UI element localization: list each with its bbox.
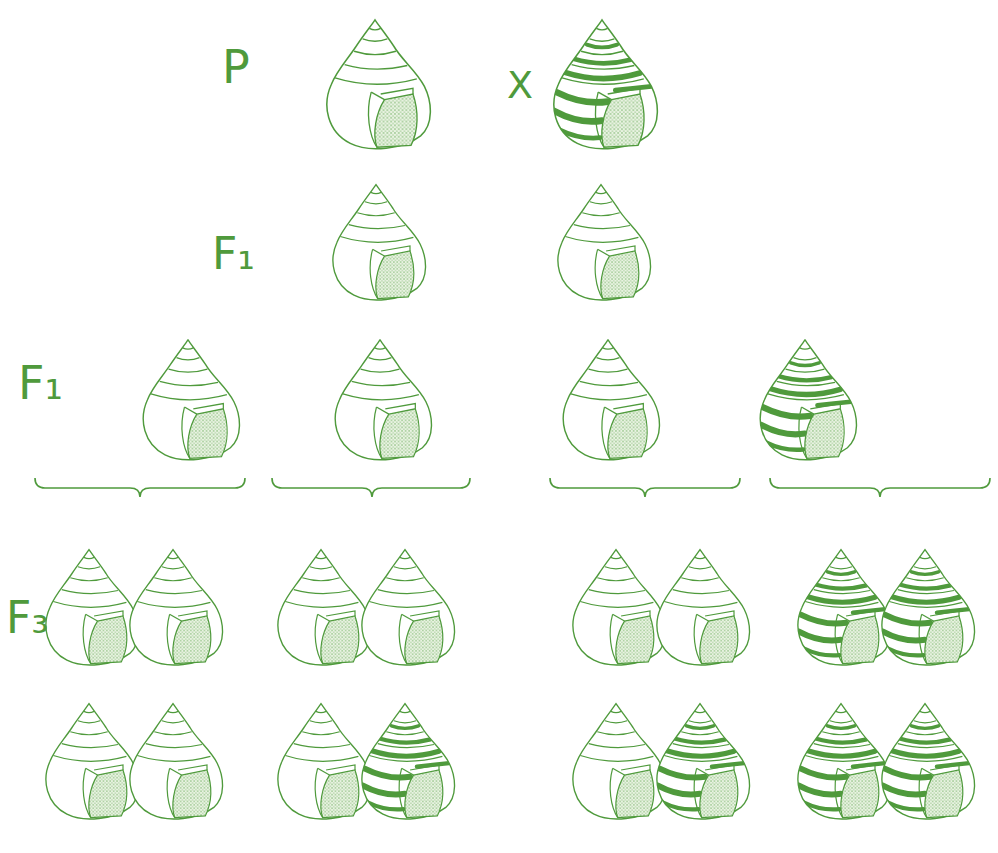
unbanded-shell: [130, 704, 223, 819]
unbanded-shell: [46, 704, 139, 819]
unbanded-shell: [563, 340, 659, 460]
unbanded-shell: [278, 550, 371, 665]
unbanded-shell: [573, 704, 666, 819]
unbanded-shell: [46, 550, 139, 665]
banded-shell: [798, 550, 891, 665]
unbanded-shell: [130, 550, 223, 665]
unbanded-shell: [362, 550, 455, 665]
banded-shell: [760, 340, 856, 460]
unbanded-shell: [573, 550, 666, 665]
bracket: [35, 478, 990, 497]
banded-shell: [362, 704, 455, 819]
banded-shell: [882, 704, 975, 819]
unbanded-shell: [327, 20, 430, 149]
generation-label: P: [222, 44, 250, 90]
banded-shell: [798, 704, 891, 819]
banded-shell: [882, 550, 975, 665]
generation-label: F₃: [6, 596, 49, 640]
cross-symbol: X: [507, 66, 533, 104]
unbanded-shell: [657, 550, 750, 665]
unbanded-shell: [333, 185, 426, 300]
unbanded-shell: [558, 185, 651, 300]
banded-shell: [554, 20, 657, 149]
generation-label: F₁: [18, 360, 63, 406]
unbanded-shell: [143, 340, 239, 460]
banded-shell: [657, 704, 750, 819]
generation-label: F₁: [212, 232, 255, 276]
unbanded-shell: [278, 704, 371, 819]
unbanded-shell: [335, 340, 431, 460]
